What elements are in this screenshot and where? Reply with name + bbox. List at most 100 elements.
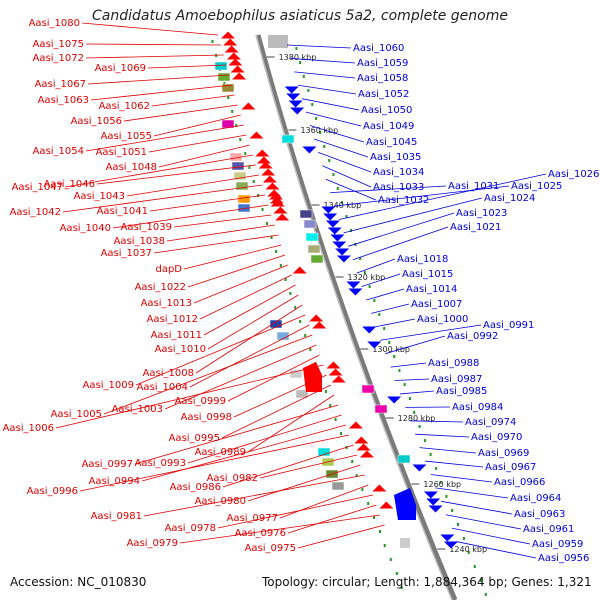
gray-feature bbox=[268, 35, 288, 48]
track-dot bbox=[361, 488, 364, 491]
left-gene-label: Aasi_1042 bbox=[10, 207, 61, 218]
track-dot bbox=[393, 355, 396, 358]
left-gene-label: Aasi_0982 bbox=[207, 473, 258, 484]
track-dot bbox=[439, 481, 442, 484]
track-dot bbox=[359, 257, 362, 260]
right-leader-line bbox=[371, 303, 410, 314]
right-leader-line bbox=[298, 84, 357, 95]
left-gene-label: Aasi_1054 bbox=[33, 146, 84, 157]
genome-summary-text: Topology: circular; Length: 1,884,364 bp… bbox=[262, 575, 592, 589]
right-leader-line bbox=[305, 111, 362, 127]
left-gene-label: dapD bbox=[155, 264, 182, 275]
track-dot bbox=[299, 61, 302, 64]
track-dot bbox=[367, 502, 370, 505]
gene-arrow bbox=[367, 341, 382, 349]
feature-block bbox=[374, 404, 388, 414]
left-gene-label: Aasi_1043 bbox=[74, 191, 125, 202]
feature-block bbox=[303, 219, 317, 229]
left-leader-line bbox=[81, 22, 219, 36]
track-dot bbox=[400, 586, 403, 589]
track-dot bbox=[252, 180, 255, 183]
left-leader-line bbox=[153, 114, 241, 137]
gray-feature bbox=[400, 538, 410, 548]
accession-text: Accession: NC_010830 bbox=[10, 575, 147, 589]
left-gene-label: Aasi_1040 bbox=[60, 223, 111, 234]
left-leader-line bbox=[126, 174, 260, 197]
right-leader-line bbox=[445, 514, 522, 530]
right-gene-label: Aasi_0987 bbox=[431, 374, 482, 385]
left-leader-line bbox=[147, 64, 227, 69]
left-leader-line bbox=[183, 244, 282, 270]
track-dot bbox=[373, 299, 376, 302]
left-gene-label: Aasi_0978 bbox=[165, 523, 216, 534]
gene-arrow bbox=[325, 220, 340, 228]
right-gene-label: Aasi_1059 bbox=[357, 58, 408, 69]
right-gene-label: Aasi_0956 bbox=[538, 553, 589, 564]
feature-block bbox=[237, 194, 251, 204]
scale-tick-label: 1240 kbp bbox=[449, 545, 487, 554]
left-gene-label: Aasi_1038 bbox=[114, 236, 165, 247]
track-dot bbox=[429, 453, 432, 456]
gene-arrow bbox=[440, 534, 455, 542]
left-gene-label: Aasi_1072 bbox=[33, 53, 84, 64]
right-gene-label: Aasi_1035 bbox=[370, 152, 421, 163]
left-gene-label: Aasi_1010 bbox=[155, 344, 206, 355]
right-leader-line bbox=[318, 151, 372, 173]
right-leader-line bbox=[309, 125, 365, 143]
left-gene-label: Aasi_0977 bbox=[227, 513, 278, 524]
feature-block bbox=[307, 244, 321, 254]
left-leader-line bbox=[55, 364, 324, 429]
left-leader-line bbox=[179, 514, 380, 544]
track-dot bbox=[275, 250, 278, 253]
feature-block bbox=[361, 384, 375, 394]
track-dot bbox=[279, 264, 282, 267]
left-leader-line bbox=[217, 494, 373, 529]
gene-arrow bbox=[226, 52, 241, 60]
right-gene-label: Aasi_0964 bbox=[510, 493, 561, 504]
feature-block bbox=[397, 454, 411, 464]
left-leader-line bbox=[259, 454, 358, 479]
left-leader-line bbox=[85, 43, 221, 46]
right-gene-label: Aasi_0961 bbox=[523, 524, 574, 535]
left-leader-line bbox=[287, 504, 377, 534]
gene-arrow bbox=[270, 199, 285, 207]
track-dot bbox=[378, 313, 381, 316]
left-leader-line bbox=[87, 74, 230, 85]
left-gene-label: Aasi_1062 bbox=[99, 101, 150, 112]
left-gene-label: Aasi_0981 bbox=[91, 511, 142, 522]
track-dot bbox=[332, 173, 335, 176]
gene-arrow bbox=[348, 421, 363, 429]
left-gene-label: Aasi_0986 bbox=[170, 482, 221, 493]
left-gene-label: Aasi_1063 bbox=[38, 95, 89, 106]
gene-arrow bbox=[221, 31, 235, 39]
left-leader-line bbox=[164, 344, 317, 410]
right-gene-label: Aasi_1052 bbox=[358, 89, 409, 100]
right-leader-line bbox=[325, 178, 377, 201]
left-leader-line bbox=[90, 84, 233, 101]
track-dot bbox=[378, 530, 381, 533]
gene-arrow bbox=[269, 196, 284, 204]
left-leader-line bbox=[134, 404, 339, 465]
left-leader-line bbox=[221, 384, 331, 439]
right-leader-line bbox=[301, 98, 360, 111]
left-gene-label: Aasi_0994 bbox=[89, 476, 140, 487]
gene-arrow bbox=[255, 149, 270, 157]
gene-arrow bbox=[372, 484, 387, 492]
gene-arrow bbox=[249, 131, 264, 139]
track-dot bbox=[302, 75, 305, 78]
feature-block bbox=[276, 331, 290, 341]
left-gene-labels: Aasi_1080Aasi_1075Aasi_1072Aasi_1069Aasi… bbox=[3, 18, 296, 554]
left-leader-line bbox=[149, 194, 266, 212]
right-leader-line bbox=[385, 335, 446, 355]
left-leader-line bbox=[135, 314, 306, 386]
right-gene-label: Aasi_1021 bbox=[450, 222, 501, 233]
gene-arrow bbox=[423, 491, 438, 499]
track-dot bbox=[307, 89, 310, 92]
gene-arrow bbox=[232, 72, 247, 80]
track-dot bbox=[473, 565, 476, 568]
track-dot bbox=[304, 334, 307, 337]
gene-arrow bbox=[286, 93, 301, 101]
right-leader-line bbox=[394, 378, 430, 381]
track-dot bbox=[484, 593, 487, 596]
